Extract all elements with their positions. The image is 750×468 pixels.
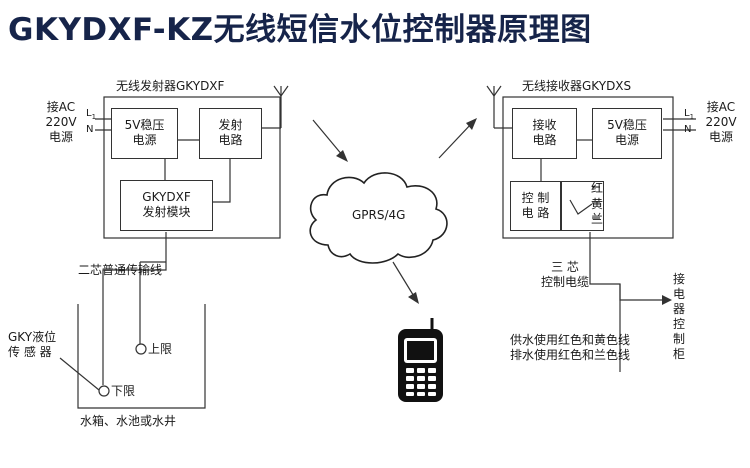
- wire-yellow-label: 黄: [591, 197, 604, 211]
- control-cabinet-label: 接电器控制柜: [672, 272, 685, 361]
- tank-label: 水箱、水池或水井: [80, 414, 177, 428]
- receiver-label: 无线接收器GKYDXS: [522, 79, 632, 93]
- upper-limit-label: 上限: [148, 342, 173, 356]
- tx-circuit-block: 发射 电路: [199, 108, 262, 159]
- transmitter-label: 无线发射器GKYDXF: [116, 79, 225, 93]
- rx-psu-block: 5V稳压 电源: [592, 108, 662, 159]
- rx-terminal-l: L1: [684, 108, 695, 121]
- lower-limit-label: 下限: [111, 384, 136, 398]
- three-core-cable-label: 三 芯 控制电缆: [540, 260, 589, 289]
- lower-probe: [98, 385, 110, 397]
- rx-circuit-block: 接收 电路: [512, 108, 577, 159]
- tank-outline: [77, 304, 206, 409]
- wire-red-label: 红: [591, 181, 604, 195]
- wiring-notes: 供水使用红色和黄色线 排水使用红色和兰色线: [510, 333, 631, 362]
- mobile-phone-icon: [398, 318, 443, 402]
- upper-probe: [135, 343, 147, 355]
- rx-power-label: 接AC 220V 电源: [705, 100, 737, 144]
- network-label: GPRS/4G: [352, 208, 406, 222]
- sensor-label: GKY液位 传 感 器: [8, 330, 57, 359]
- cloud-icon: [309, 172, 448, 264]
- receiver-frame: [502, 96, 674, 239]
- rx-terminal-n: N: [684, 124, 692, 135]
- tx-psu-block: 5V稳压 电源: [111, 108, 178, 159]
- page-title: GKYDXF-KZ无线短信水位控制器原理图: [8, 12, 592, 48]
- rx-relay-block: [561, 181, 604, 231]
- tx-terminal-l: L1: [86, 108, 97, 121]
- tx-power-label: 接AC 220V 电源: [45, 100, 77, 144]
- wire-blue-label: 兰: [591, 212, 604, 226]
- rx-control-block: 控 制 电 路: [510, 181, 561, 231]
- tx-module-block: GKYDXF 发射模块: [120, 180, 213, 231]
- tx-terminal-n: N: [86, 124, 94, 135]
- two-core-cable-label: 二芯普通传输线: [78, 263, 163, 277]
- transmitter-frame: [103, 96, 281, 239]
